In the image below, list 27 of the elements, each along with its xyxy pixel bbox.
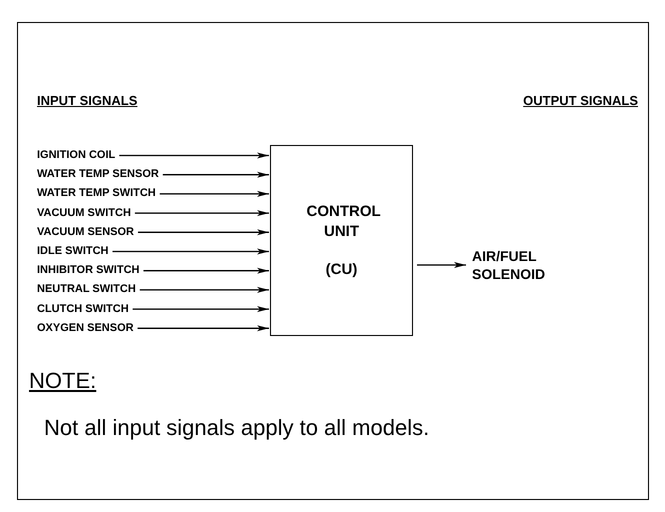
arrow — [119, 152, 269, 158]
arrow — [112, 248, 269, 254]
note-text: Not all input signals apply to all models. — [44, 414, 430, 442]
output-signal-label: AIR/FUEL SOLENOID — [472, 247, 562, 283]
input-signal-label: VACUUM SENSOR — [37, 226, 134, 239]
arrow — [160, 190, 269, 197]
input-signal-label: WATER TEMP SENSOR — [37, 168, 159, 182]
input-signal-label: OXYGEN SENSOR — [37, 322, 134, 335]
input-signal-label: WATER TEMP SWITCH — [37, 187, 156, 200]
input-signal-label: IGNITION COIL — [37, 149, 116, 162]
arrow — [132, 306, 269, 312]
section-heading: OUTPUT SIGNALS — [523, 92, 638, 110]
arrow — [138, 325, 269, 332]
arrow — [417, 262, 466, 268]
input-signal-label: INHIBITOR SWITCH — [37, 264, 140, 278]
input-signal-label: IDLE SWITCH — [37, 245, 108, 258]
section-heading: INPUT SIGNALS — [37, 92, 138, 110]
control-unit-box: CONTROL UNIT (CU) — [270, 145, 413, 336]
input-signal-label: NEUTRAL SWITCH — [37, 283, 136, 296]
note-heading: NOTE: — [29, 367, 96, 395]
arrow — [134, 210, 269, 216]
input-signal-label: CLUTCH SWITCH — [37, 302, 129, 316]
arrow — [143, 268, 269, 274]
arrow — [140, 286, 269, 293]
arrow — [138, 229, 269, 236]
arrow — [162, 172, 269, 178]
input-signal-label: VACUUM SWITCH — [37, 206, 131, 220]
